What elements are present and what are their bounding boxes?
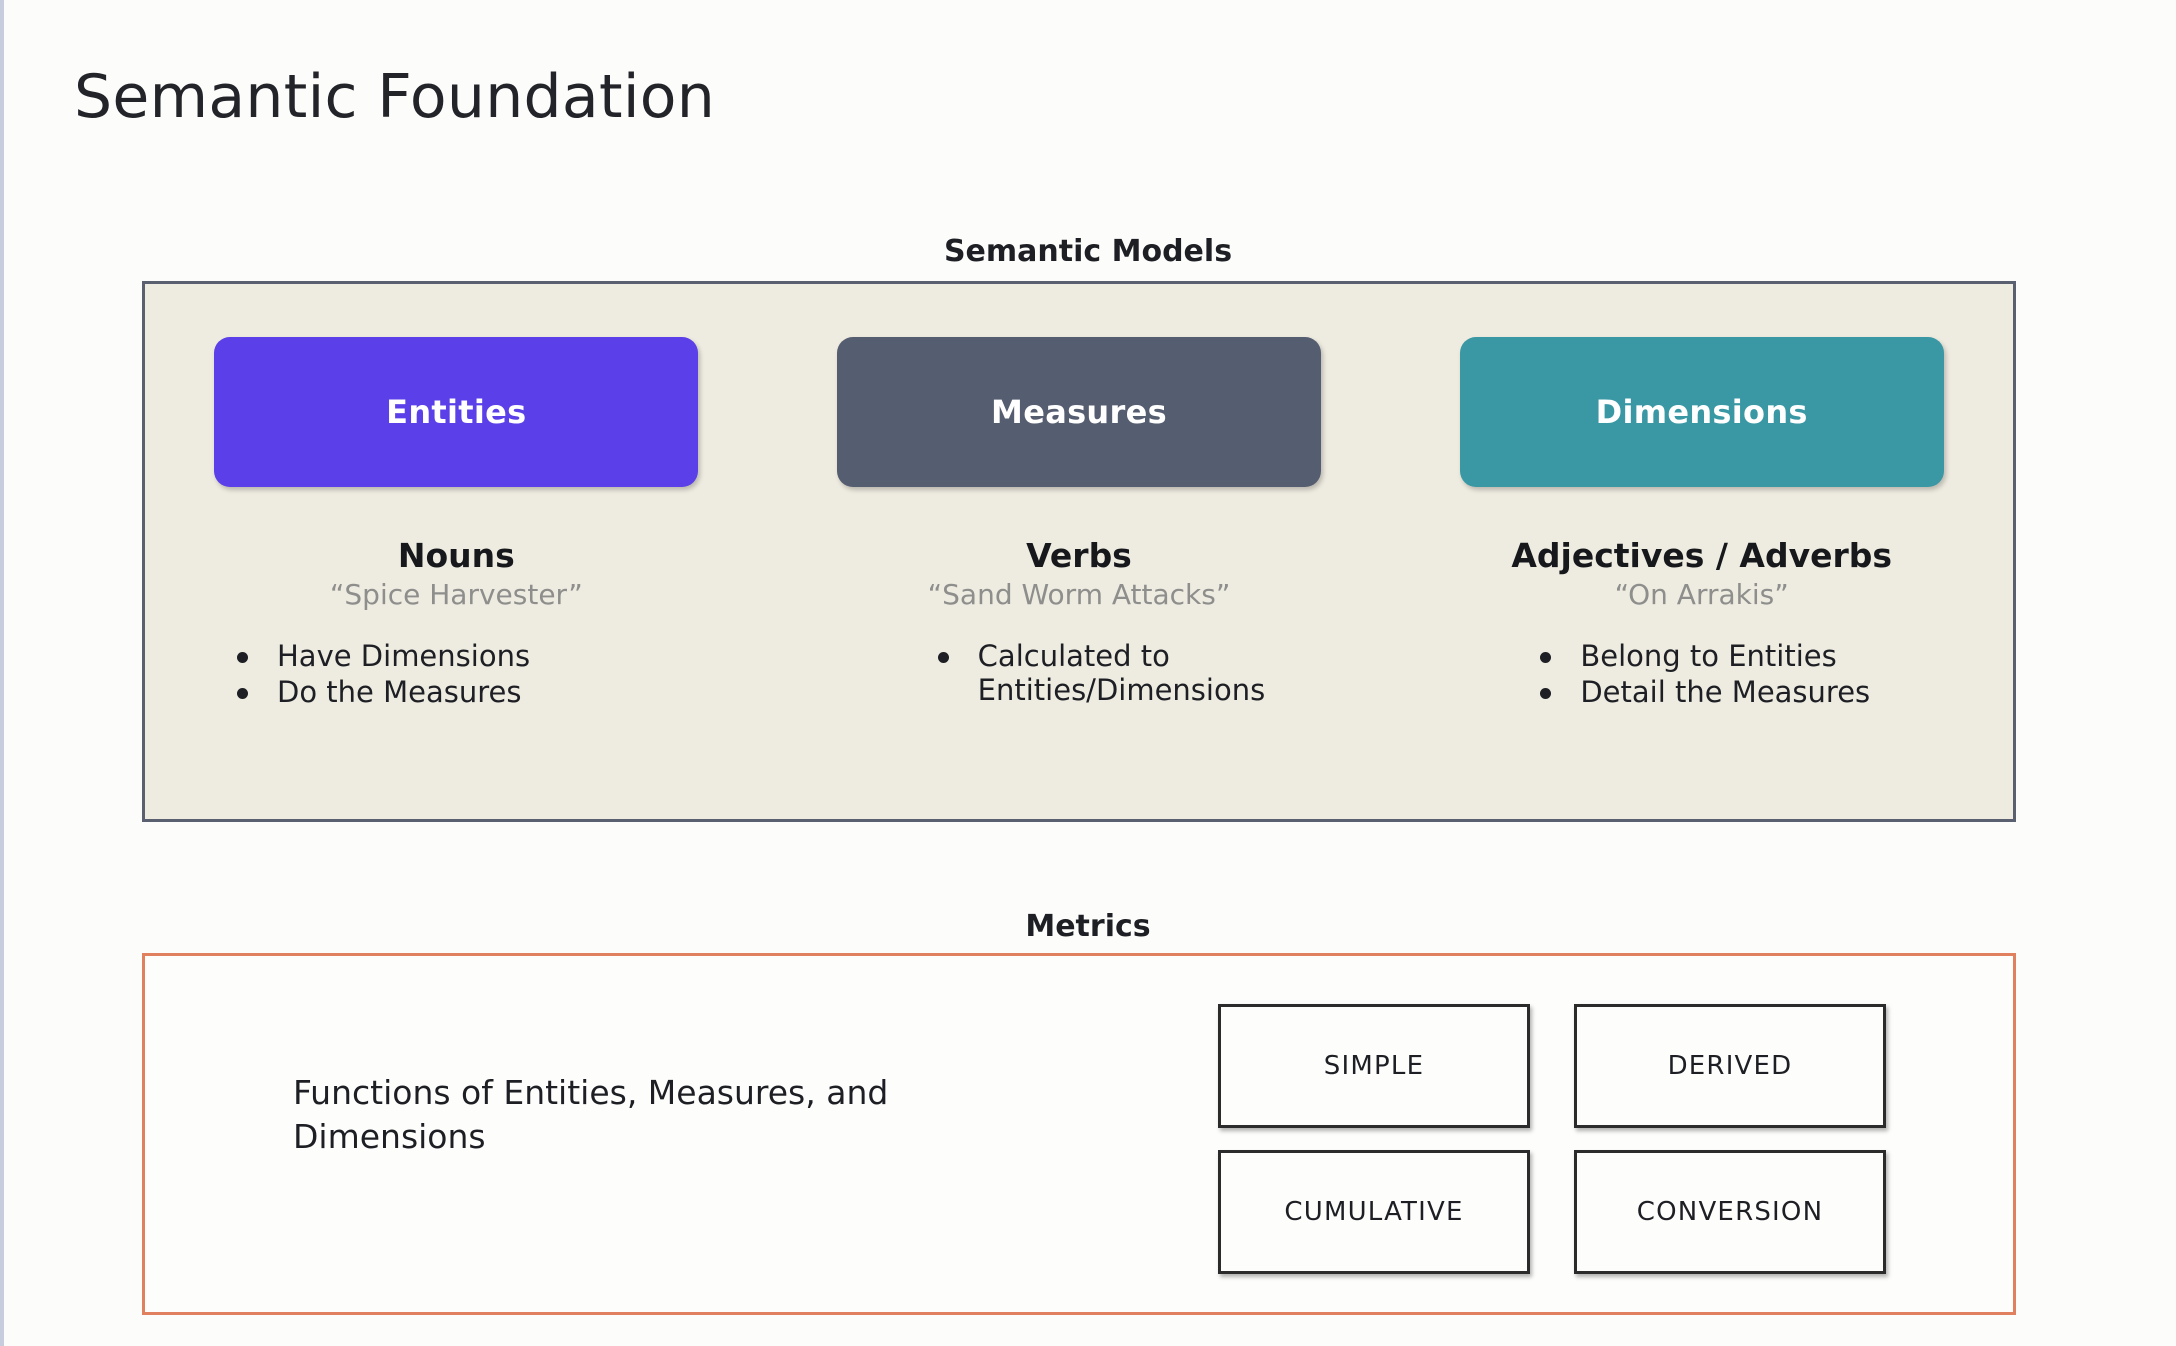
measures-example: “Sand Worm Attacks” (927, 577, 1231, 611)
semantic-models-columns: Entities Nouns “Spice Harvester” Have Di… (145, 284, 2013, 819)
dimensions-bullet-list: Belong to Entities Detail the Measures (1510, 639, 1870, 711)
list-item: Have Dimensions (207, 639, 530, 673)
entities-pill[interactable]: Entities (214, 337, 699, 487)
semantic-model-column-dimensions: Dimensions Adjectives / Adverbs “On Arra… (1390, 284, 2013, 819)
list-item: Do the Measures (207, 675, 530, 709)
dimensions-pill[interactable]: Dimensions (1459, 337, 1944, 487)
list-item: Detail the Measures (1510, 675, 1870, 709)
page-title: Semantic Foundation (74, 62, 716, 132)
semantic-model-column-entities: Entities Nouns “Spice Harvester” Have Di… (145, 284, 768, 819)
metrics-panel: Functions of Entities, Measures, and Dim… (142, 953, 2016, 1315)
measures-pill[interactable]: Measures (837, 337, 1321, 487)
metric-type-conversion[interactable]: CONVERSION (1574, 1150, 1886, 1274)
left-edge-strip (0, 0, 4, 1346)
semantic-models-panel: Entities Nouns “Spice Harvester” Have Di… (142, 281, 2016, 822)
semantic-models-heading: Semantic Models (943, 234, 1233, 269)
metric-type-cumulative[interactable]: CUMULATIVE (1218, 1150, 1530, 1274)
entities-part-of-speech: Nouns (397, 536, 515, 575)
metric-type-grid: SIMPLE DERIVED CUMULATIVE CONVERSION (1218, 1004, 1908, 1274)
list-item: Belong to Entities (1510, 639, 1870, 673)
dimensions-part-of-speech: Adjectives / Adverbs (1511, 536, 1893, 575)
measures-part-of-speech: Verbs (1026, 536, 1132, 575)
metrics-description: Functions of Entities, Measures, and Dim… (293, 1073, 889, 1156)
metric-type-derived[interactable]: DERIVED (1574, 1004, 1886, 1128)
semantic-model-column-measures: Measures Verbs “Sand Worm Attacks” Calcu… (768, 284, 1391, 819)
dimensions-example: “On Arrakis” (1614, 577, 1789, 611)
metric-type-simple[interactable]: SIMPLE (1218, 1004, 1530, 1128)
metrics-heading: Metrics (1025, 909, 1151, 944)
entities-example: “Spice Harvester” (329, 577, 583, 611)
entities-bullet-list: Have Dimensions Do the Measures (207, 639, 530, 711)
